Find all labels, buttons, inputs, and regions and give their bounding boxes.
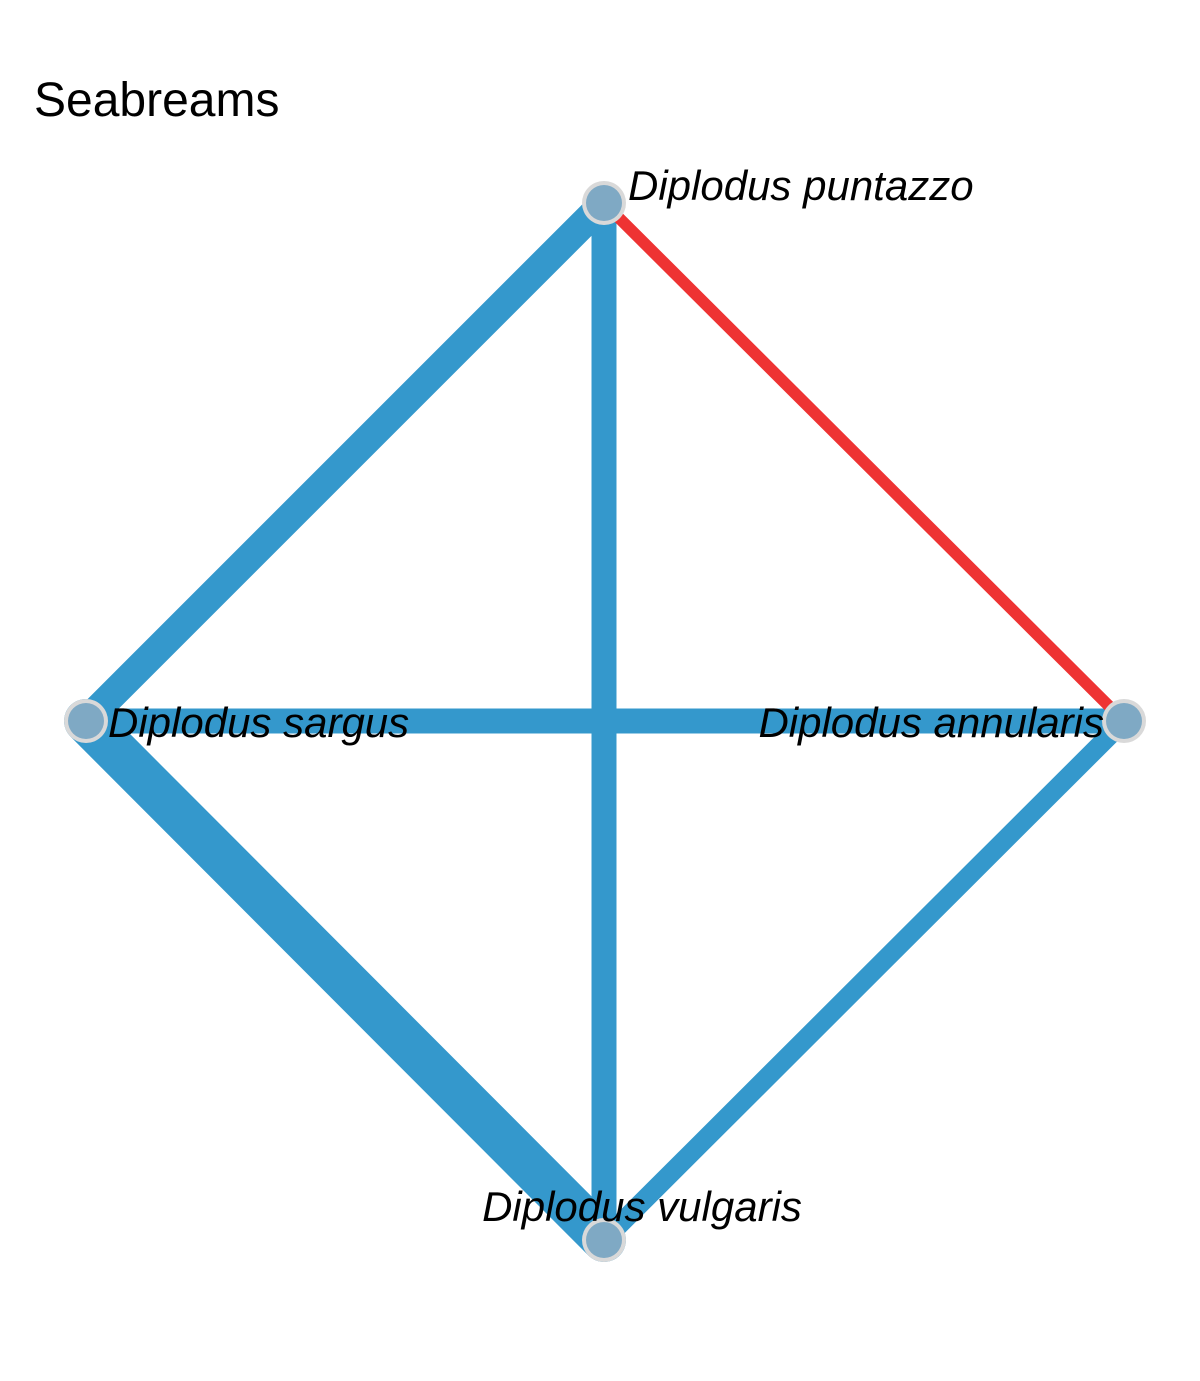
- node-marker: [1106, 703, 1142, 739]
- node-marker: [586, 185, 622, 221]
- node-label-vulgaris: Diplodus vulgaris: [482, 1183, 802, 1230]
- node-layer: [64, 181, 1146, 1262]
- node-marker: [68, 703, 104, 739]
- node-vulgaris: [582, 1218, 626, 1262]
- edge-sargus-vulgaris: [64, 699, 626, 1262]
- edge-annularis-vulgaris: [594, 711, 1134, 1250]
- node-label-puntazzo: Diplodus puntazzo: [628, 162, 974, 209]
- node-annularis: [1102, 699, 1146, 743]
- node-label-annularis: Diplodus annularis: [758, 699, 1104, 746]
- edge-sargus-puntazzo: [71, 188, 619, 736]
- edge-puntazzo-annularis: [598, 197, 1130, 727]
- node-sargus: [64, 699, 108, 743]
- node-puntazzo: [582, 181, 626, 225]
- node-label-sargus: Diplodus sargus: [108, 699, 409, 746]
- edge-layer: [64, 188, 1137, 1262]
- node-marker: [586, 1222, 622, 1258]
- diagram-title: Seabreams: [34, 74, 279, 127]
